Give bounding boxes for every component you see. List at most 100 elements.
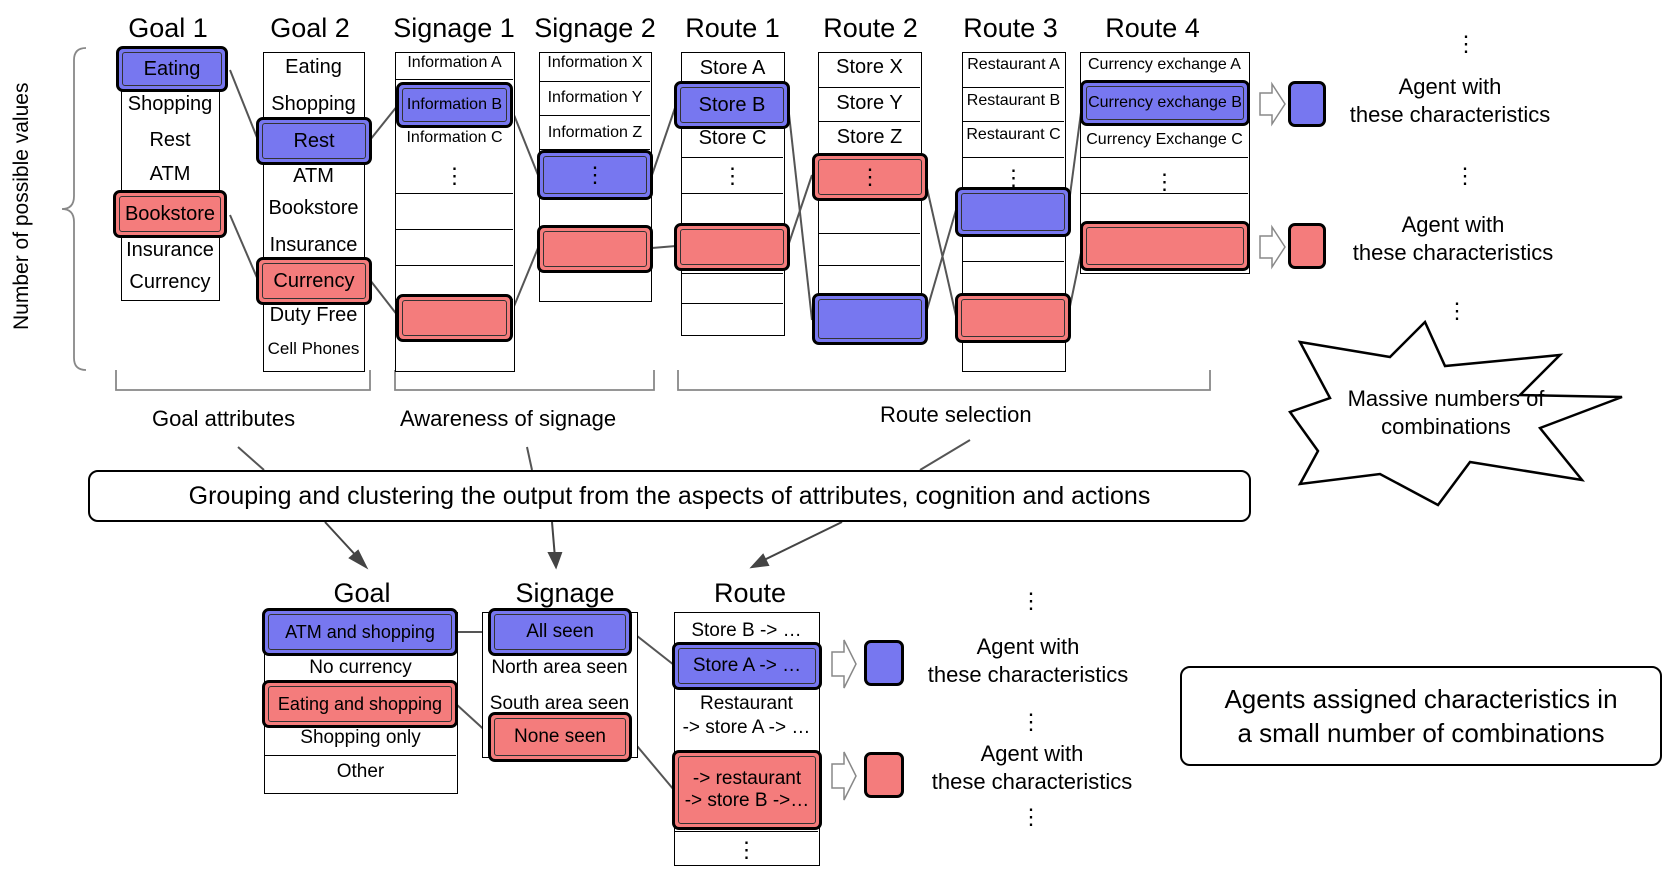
- route1-selected-red[interactable]: [674, 223, 790, 271]
- route1-item: Store C: [698, 127, 767, 149]
- bottom-signage-item: All seen: [526, 621, 594, 642]
- agent-square-red: [864, 752, 904, 798]
- route2-item: Store Z: [836, 126, 903, 148]
- bottom-goal-header: Goal: [333, 578, 391, 608]
- goal1-item: Rest: [149, 129, 191, 151]
- signage1-item: Information C: [406, 129, 503, 146]
- group-arrow-line: [526, 446, 533, 471]
- route1-item: Store A: [699, 57, 766, 79]
- route1-selected-store-b[interactable]: Store B: [674, 81, 790, 129]
- goal2-item: Shopping: [271, 93, 356, 115]
- signage1-selected-red[interactable]: [396, 294, 513, 342]
- bottom-goal-item: No currency: [309, 657, 412, 678]
- link-line: [923, 209, 957, 321]
- bottom-signage-header: Signage: [515, 578, 615, 608]
- link-line: [229, 69, 259, 141]
- bottom-signage-selected-all[interactable]: All seen: [488, 608, 632, 656]
- route4-selected-red[interactable]: [1080, 221, 1250, 271]
- route2-selected-blue[interactable]: [812, 293, 928, 345]
- bottom-goal-selected-eating[interactable]: Eating and shopping: [262, 680, 458, 728]
- bottom-signage-item: South area seen: [489, 693, 630, 714]
- route3-item: Restaurant B: [966, 92, 1061, 109]
- link-line: [651, 104, 677, 176]
- route2-item: Store X: [836, 56, 903, 78]
- route2-selected-red[interactable]: ⋮: [812, 153, 928, 201]
- goal1-selected-bookstore[interactable]: Bookstore: [113, 190, 227, 238]
- bottom-goal-item: Other: [336, 761, 385, 782]
- route4-header: Route 4: [1105, 13, 1200, 43]
- bottom-goal-selected-atm[interactable]: ATM and shopping: [262, 608, 458, 656]
- vdots: ⋮: [1020, 709, 1042, 734]
- link-line: [923, 174, 957, 317]
- arrow-right-icon: [831, 639, 857, 689]
- group-label-goal: Goal attributes: [152, 406, 296, 431]
- burst-text: Massive numbers of combinations: [1347, 386, 1545, 439]
- signage2-header: Signage 2: [534, 13, 656, 43]
- route4-item: Currency exchange A: [1088, 56, 1241, 73]
- group-label-route: Route selection: [880, 402, 1032, 427]
- goal2-item: ATM: [293, 165, 334, 187]
- route4-item: Currency Exchange C: [1086, 131, 1243, 148]
- bottom-route-item: -> store B ->…: [684, 790, 810, 811]
- goal2-selected-currency[interactable]: Currency: [256, 257, 372, 305]
- arrowhead: [348, 549, 369, 570]
- summary-box: Agents assigned characteristics in a sma…: [1180, 666, 1662, 766]
- burst-shape: [1288, 319, 1623, 507]
- agent-square-red: [1288, 223, 1326, 269]
- goal1-item: ATM: [149, 163, 191, 185]
- bottom-signage-item: None seen: [514, 726, 606, 747]
- bottom-signage-selected-none[interactable]: None seen: [488, 712, 632, 762]
- route1-item: Store B: [698, 93, 766, 116]
- side-label: Number of possible values: [10, 82, 33, 330]
- route4-selected-exchange-b[interactable]: Currency exchange B: [1080, 80, 1250, 126]
- bottom-route-item: Restaurant: [700, 693, 793, 714]
- bottom-signage-item: North area seen: [491, 657, 628, 678]
- goal2-selected-rest[interactable]: Rest: [256, 117, 372, 165]
- grouping-text: Grouping and clustering the output from …: [188, 481, 1151, 510]
- agent-square-blue: [1288, 81, 1326, 127]
- route2-item: Store Y: [836, 92, 903, 114]
- goal2-item: Rest: [293, 129, 335, 152]
- goal2-item: Eating: [285, 56, 342, 78]
- bottom-goal-item: Eating and shopping: [277, 693, 443, 714]
- route3-item: Restaurant C: [966, 126, 1061, 143]
- arrowhead: [749, 553, 770, 569]
- signage2-selected-red[interactable]: [537, 225, 653, 273]
- bottom-goal-item: ATM and shopping: [285, 621, 435, 642]
- side-brace: [61, 47, 87, 371]
- link-line: [787, 174, 813, 247]
- signage1-item: Information B: [406, 96, 503, 113]
- goal2-item: Duty Free: [269, 304, 358, 326]
- agent-text-red: Agent with these characteristics: [1352, 212, 1554, 265]
- vdots: ⋮: [1446, 298, 1468, 323]
- goal2-item: Insurance: [269, 234, 358, 256]
- goal2-item: Currency: [273, 269, 355, 292]
- link-line: [631, 631, 675, 666]
- bottom-route-selected-restaurant[interactable]: -> restaurant-> store B ->…: [672, 750, 822, 830]
- agent-text-blue: Agent with these characteristics: [1349, 74, 1551, 127]
- goal1-selected-eating[interactable]: Eating: [116, 46, 228, 92]
- bottom-route-vdots: ⋮: [735, 837, 758, 862]
- signage2-item: Information X: [547, 54, 643, 71]
- bottom-route-item: Store A -> …: [692, 655, 802, 676]
- arrowhead: [547, 552, 563, 570]
- agent-text-red: Agent with these characteristics: [931, 741, 1133, 794]
- bottom-goal-item: Shopping only: [300, 727, 421, 748]
- signage2-item: Information Z: [547, 124, 643, 141]
- bottom-route-header: Route: [713, 578, 787, 608]
- route1-vdots: ⋮: [721, 163, 744, 188]
- goal1-header: Goal 1: [128, 13, 208, 43]
- bottom-route-selected-store-a[interactable]: Store A -> …: [672, 642, 822, 690]
- signage1-selected-info-b[interactable]: Information B: [396, 82, 513, 128]
- route3-item: Restaurant A: [967, 56, 1060, 73]
- bottom-route-item: Store B -> …: [691, 620, 802, 641]
- signage2-selected-blue[interactable]: ⋮: [537, 150, 653, 200]
- signage1-vdots: ⋮: [443, 163, 466, 188]
- route3-selected-blue[interactable]: [955, 187, 1071, 237]
- goal1-column: Shopping Rest ATM Insurance Currency: [121, 56, 220, 301]
- group-label-signage: Awareness of signage: [400, 406, 617, 431]
- arrow-right-icon: [1259, 224, 1286, 270]
- link-line: [651, 245, 677, 249]
- route3-selected-red[interactable]: [955, 293, 1071, 343]
